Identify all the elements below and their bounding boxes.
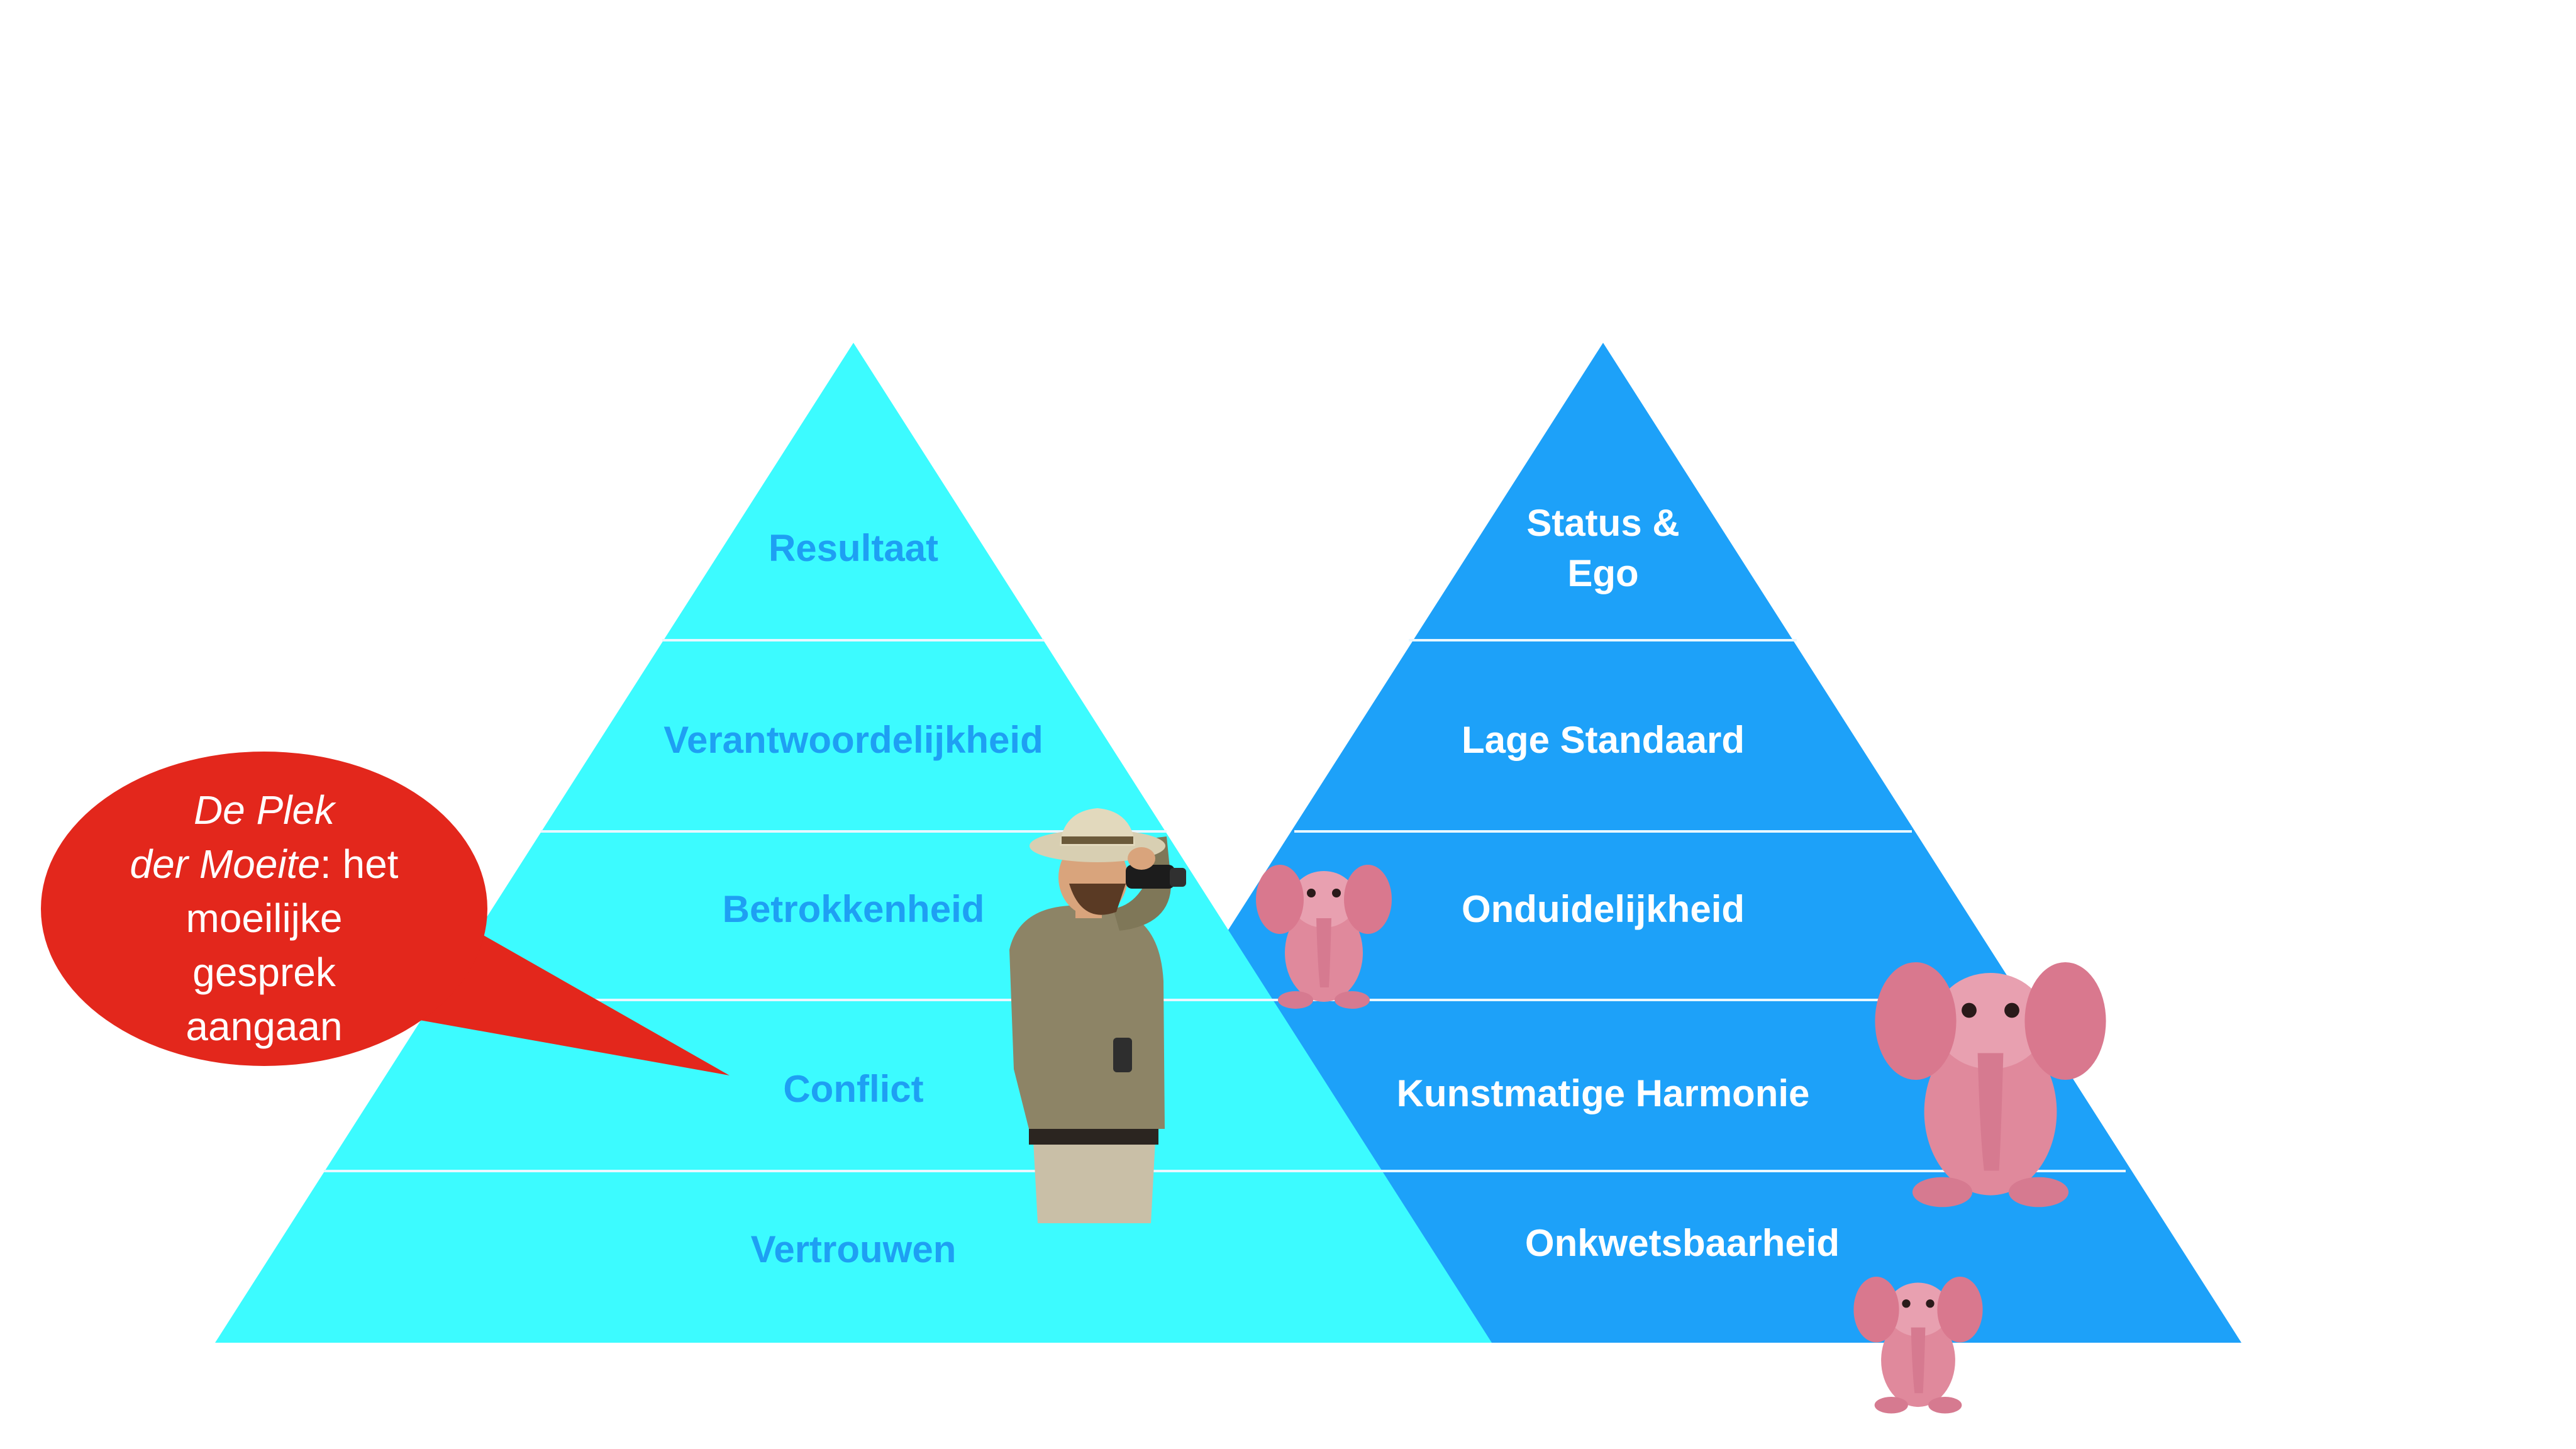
right-level-5-label: Onkwetsbaarheid [1525, 1222, 1840, 1264]
right-level-1-line2: Ego [1567, 552, 1638, 594]
speech-bubble: De Plek der Moeite: het moeilijke gespre… [41, 752, 730, 1075]
elephant-icon [1875, 962, 2106, 1208]
right-level-4-label: Kunstmatige Harmonie [1397, 1072, 1810, 1114]
right-level-1-line1: Status & [1526, 502, 1679, 544]
elephant-icon [1853, 1277, 1983, 1414]
bubble-line-2-italic: der Moeite [130, 841, 320, 887]
bubble-line-2-rest: : het [320, 841, 399, 887]
explorer-icon [1009, 808, 1186, 1223]
bubble-line-3: moeilijke [186, 896, 343, 941]
bubble-line-2: der Moeite: het [130, 841, 399, 887]
bubble-line-1: De Plek [194, 787, 336, 833]
left-level-1-label: Resultaat [769, 527, 938, 569]
left-level-3-label: Betrokkenheid [723, 888, 985, 930]
left-level-5-label: Vertrouwen [751, 1228, 957, 1270]
bubble-line-4: gesprek [192, 950, 336, 995]
left-level-2-label: Verantwoordelijkheid [663, 719, 1043, 761]
bubble-line-5: aangaan [186, 1004, 342, 1049]
speech-bubble-body [41, 752, 487, 1066]
right-level-3-label: Onduidelijkheid [1462, 888, 1745, 930]
right-level-2-label: Lage Standaard [1462, 719, 1745, 761]
left-level-4-label: Conflict [783, 1068, 923, 1110]
left-pyramid: Resultaat Verantwoordelijkheid Betrokken… [215, 343, 1492, 1343]
left-pyramid-shape [215, 343, 1492, 1343]
elephant-icon [1256, 865, 1392, 1009]
